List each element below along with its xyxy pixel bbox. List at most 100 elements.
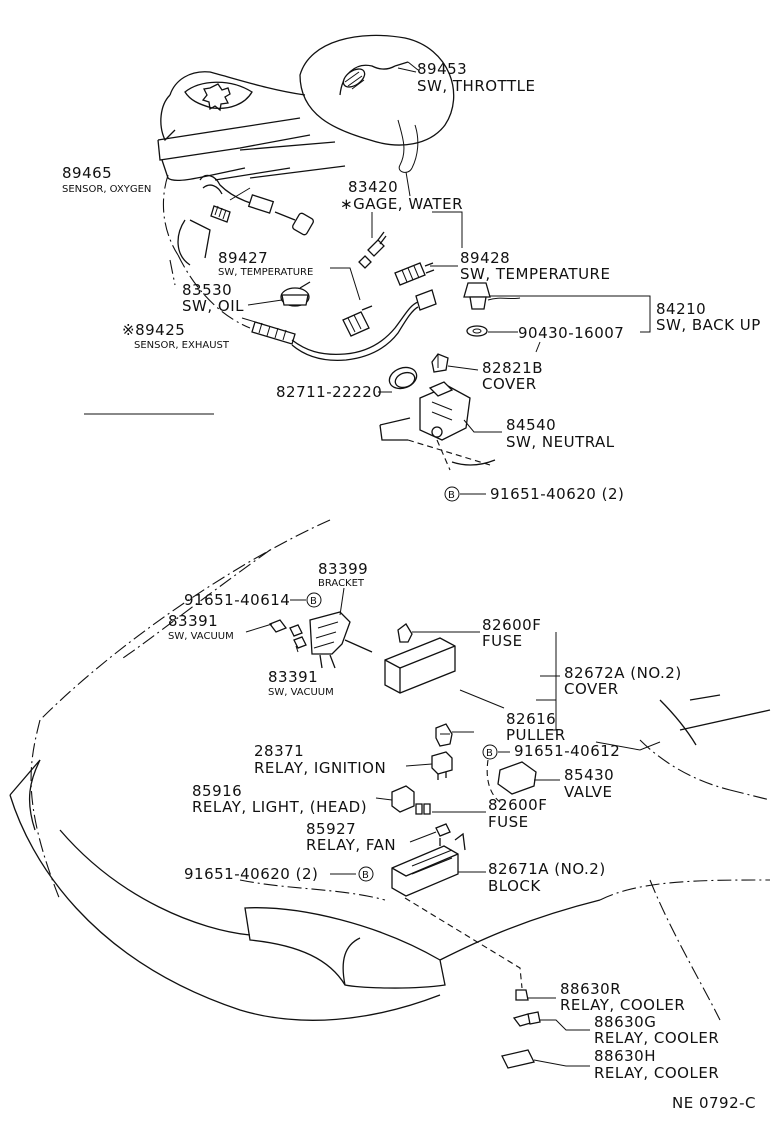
part-label-83391-a: 83391 SW, VACUUM	[168, 612, 234, 642]
part-label-91651-40620-top: B 91651-40620 (2)	[444, 485, 624, 503]
drawing-code-label: NE 0792-C	[672, 1094, 756, 1112]
engine-outline	[157, 34, 455, 329]
part-label-83420: 83420 ∗GAGE, WATER	[340, 178, 463, 213]
neutral-switch-drawing	[379, 381, 496, 471]
part-label-88630h: 88630H RELAY, COOLER	[594, 1047, 719, 1082]
part-label-83399: 83399 BRACKET	[318, 560, 368, 589]
svg-text:COVER: COVER	[482, 375, 537, 393]
svg-text:SW, BACK UP: SW, BACK UP	[656, 316, 761, 334]
svg-text:83530: 83530	[182, 281, 232, 299]
part-label-83391-b: 83391 SW, VACUUM	[268, 668, 334, 698]
svg-text:B: B	[448, 490, 455, 501]
fuse-1-drawing	[397, 623, 413, 643]
part-label-89428: 89428 SW, TEMPERATURE	[460, 249, 610, 283]
oil-switch-drawing	[280, 281, 311, 307]
svg-text:∗GAGE, WATER: ∗GAGE, WATER	[340, 195, 463, 213]
svg-text:VALVE: VALVE	[564, 783, 613, 801]
svg-text:NE 0792-C: NE 0792-C	[672, 1094, 756, 1112]
svg-text:84210: 84210	[656, 300, 706, 318]
valve-drawing	[486, 759, 537, 806]
svg-text:FUSE: FUSE	[482, 632, 523, 650]
svg-text:SW, OIL: SW, OIL	[182, 297, 244, 315]
svg-text:91651-40614: 91651-40614	[184, 591, 290, 609]
clamp-drawing	[388, 366, 418, 390]
temperature-switch-2-drawing	[394, 262, 435, 286]
svg-text:84540: 84540	[506, 416, 556, 434]
svg-text:82671A (NO.2): 82671A (NO.2)	[488, 860, 606, 878]
part-label-82600f-b: 82600F FUSE	[488, 796, 547, 831]
svg-text:89428: 89428	[460, 249, 510, 267]
svg-text:RELAY, FAN: RELAY, FAN	[306, 836, 396, 854]
svg-text:82600F: 82600F	[482, 616, 541, 634]
svg-text:RELAY, COOLER: RELAY, COOLER	[560, 996, 685, 1014]
svg-text:85927: 85927	[306, 820, 356, 838]
part-label-91651-40614: 91651-40614 B	[184, 591, 322, 609]
svg-text:83391: 83391	[168, 612, 218, 630]
svg-text:89453: 89453	[417, 60, 467, 78]
part-label-91651-40612: B 91651-40612	[482, 742, 620, 760]
oxygen-sensor-drawing	[199, 174, 314, 236]
svg-text:SW, VACUUM: SW, VACUUM	[168, 631, 234, 642]
svg-text:B: B	[362, 870, 369, 881]
part-label-82671a: 82671A (NO.2) BLOCK	[488, 860, 606, 895]
svg-text:SW, TEMPERATURE: SW, TEMPERATURE	[460, 265, 610, 283]
svg-text:RELAY, COOLER: RELAY, COOLER	[594, 1029, 719, 1047]
svg-text:85916: 85916	[192, 782, 242, 800]
svg-text:85430: 85430	[564, 766, 614, 784]
svg-text:FUSE: FUSE	[488, 813, 529, 831]
part-label-89453: 89453 SW, THROTTLE	[417, 60, 535, 95]
svg-text:PULLER: PULLER	[506, 726, 566, 744]
part-label-85430: 85430 VALVE	[564, 766, 614, 801]
svg-text:90430-16007: 90430-16007	[518, 324, 624, 342]
svg-text:91651-40620 (2): 91651-40620 (2)	[184, 865, 318, 883]
headlight-relay-drawing	[391, 785, 415, 813]
part-label-88630r: 88630R RELAY, COOLER	[560, 980, 685, 1014]
part-label-28371: 28371 RELAY, IGNITION	[254, 742, 386, 777]
svg-text:BRACKET: BRACKET	[318, 578, 365, 589]
cover-82672a-drawing	[384, 637, 456, 694]
svg-text:83391: 83391	[268, 668, 318, 686]
svg-text:COVER: COVER	[564, 680, 619, 698]
cooler-relays-drawing	[501, 989, 541, 1069]
svg-text:82616: 82616	[506, 710, 556, 728]
svg-text:28371: 28371	[254, 742, 304, 760]
svg-text:SW, THROTTLE: SW, THROTTLE	[417, 77, 535, 95]
svg-text:82672A (NO.2): 82672A (NO.2)	[564, 664, 682, 682]
part-label-89425: ※89425 SENSOR, EXHAUST	[122, 321, 230, 351]
part-label-84540: 84540 SW, NEUTRAL	[506, 416, 615, 451]
exhaust-sensor-drawing	[251, 289, 437, 362]
ignition-relay-drawing	[431, 751, 453, 780]
cover-82821b-drawing	[431, 353, 449, 373]
part-label-82600f-a: 82600F FUSE	[482, 616, 541, 650]
svg-text:B: B	[486, 748, 493, 759]
fan-relay-drawing	[435, 823, 451, 846]
water-gage-drawing	[358, 231, 387, 269]
part-label-82821b: 82821B COVER	[482, 359, 543, 393]
svg-text:88630G: 88630G	[594, 1013, 656, 1031]
temperature-switch-1-drawing	[342, 305, 373, 337]
fuse-2-drawing	[415, 803, 431, 815]
part-label-89427: 89427 SW, TEMPERATURE	[218, 249, 313, 278]
svg-text:B: B	[310, 596, 317, 607]
leader-lines	[229, 67, 661, 1067]
svg-text:SW, TEMPERATURE: SW, TEMPERATURE	[218, 267, 313, 278]
svg-text:RELAY, IGNITION: RELAY, IGNITION	[254, 759, 386, 777]
svg-text:SW, NEUTRAL: SW, NEUTRAL	[506, 433, 615, 451]
part-label-90430: 90430-16007	[518, 324, 624, 342]
svg-text:82711-22220: 82711-22220	[276, 383, 382, 401]
svg-text:88630H: 88630H	[594, 1047, 656, 1065]
svg-text:BLOCK: BLOCK	[488, 877, 541, 895]
svg-text:SENSOR, EXHAUST: SENSOR, EXHAUST	[134, 340, 230, 351]
svg-text:RELAY, COOLER: RELAY, COOLER	[594, 1064, 719, 1082]
part-label-82672a: 82672A (NO.2) COVER	[564, 664, 682, 698]
svg-text:91651-40612: 91651-40612	[514, 742, 620, 760]
svg-text:83399: 83399	[318, 560, 368, 578]
svg-text:※89425: ※89425	[122, 321, 185, 339]
svg-text:SENSOR, OXYGEN: SENSOR, OXYGEN	[62, 184, 151, 195]
svg-text:89465: 89465	[62, 164, 112, 182]
part-label-84210: 84210 SW, BACK UP	[656, 300, 761, 334]
back-up-switch-drawing	[463, 282, 521, 337]
svg-text:82821B: 82821B	[482, 359, 543, 377]
bracket-assembly-drawing	[268, 611, 373, 669]
